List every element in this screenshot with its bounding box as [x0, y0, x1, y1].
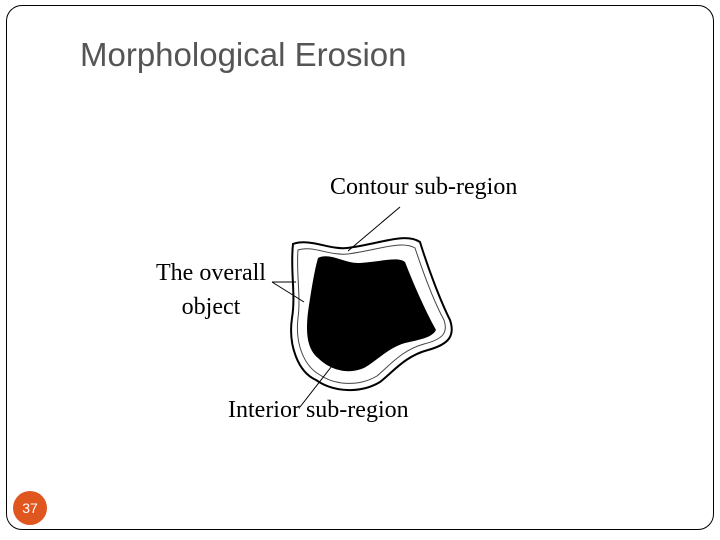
- page-number-badge: 37: [13, 491, 47, 525]
- contour-label: Contour sub-region: [330, 170, 517, 204]
- overall-object-label: The overall object: [146, 256, 276, 324]
- interior-label: Interior sub-region: [228, 393, 409, 427]
- overall-label-line2: object: [146, 290, 276, 324]
- overall-label-line1: The overall: [146, 256, 276, 290]
